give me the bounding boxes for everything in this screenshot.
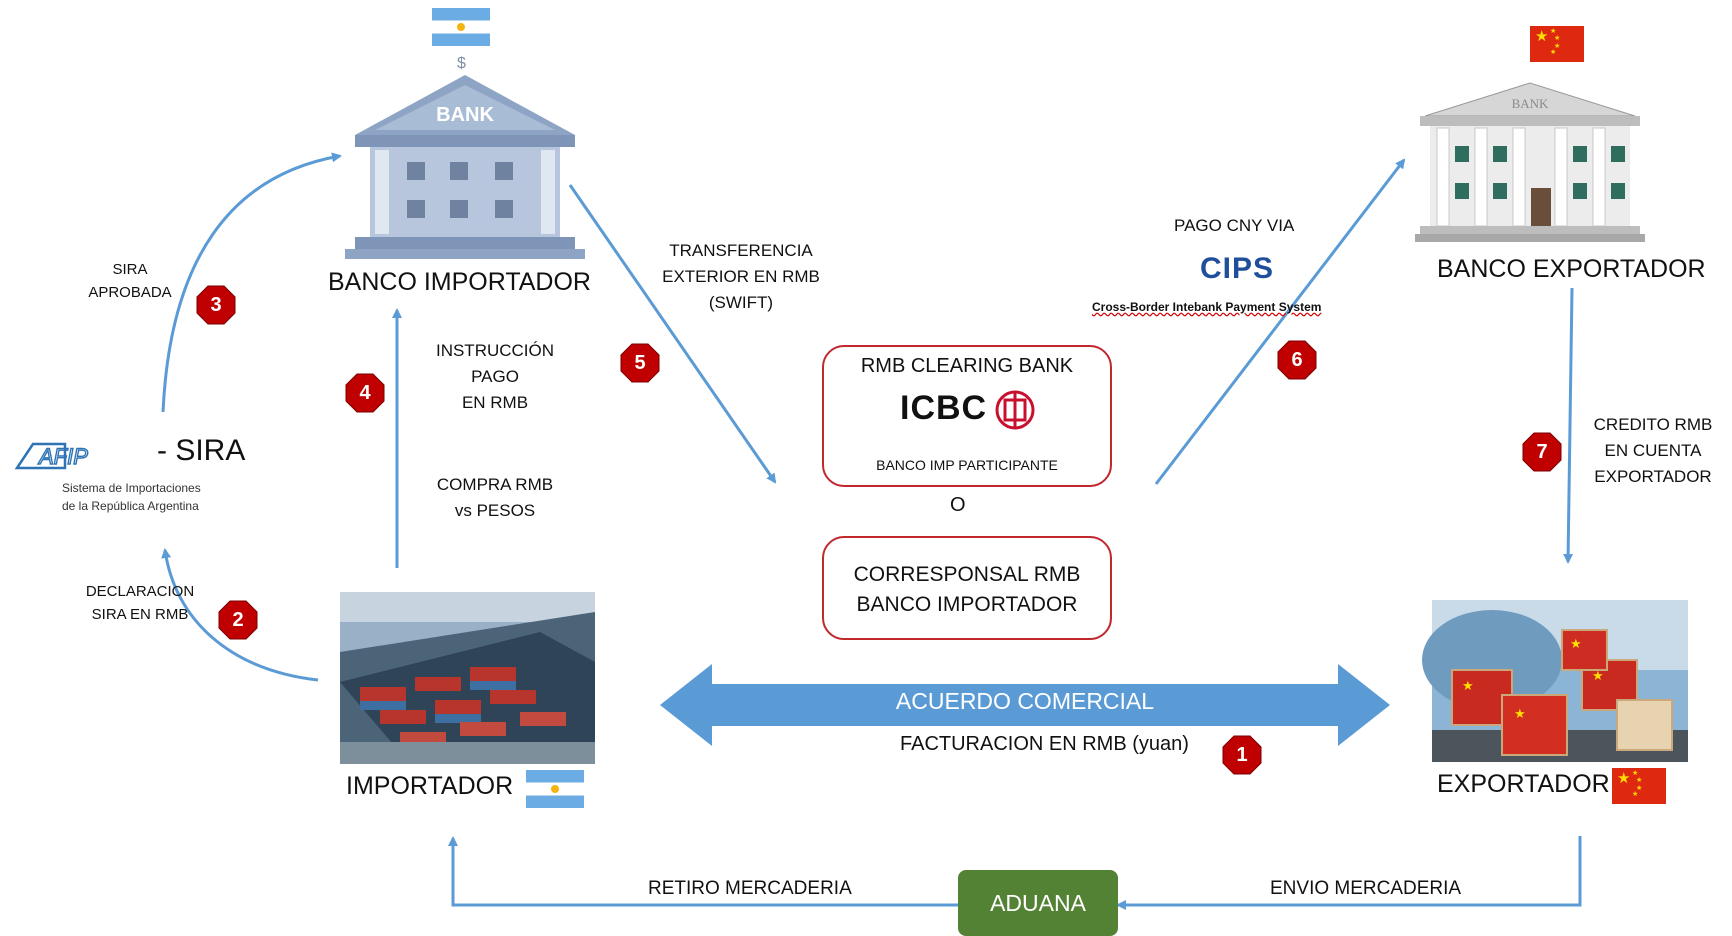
importer-port-image bbox=[340, 592, 595, 764]
correspondent-bank-box: CORRESPONSAL RMB BANCO IMPORTADOR bbox=[822, 536, 1112, 640]
clearing-bank-title: RMB CLEARING BANK bbox=[860, 355, 1074, 377]
goods-shipment-label: ENVIO MERCADERIA bbox=[1270, 878, 1462, 899]
participant-bank-label: BANCO IMP PARTICIPANTE bbox=[876, 457, 1058, 473]
svg-text:★: ★ bbox=[1514, 706, 1526, 721]
goods-pickup-label: RETIRO MERCADERIA bbox=[648, 878, 852, 899]
cips-logo: CIPS bbox=[1200, 252, 1275, 285]
exporter-label: EXPORTADOR bbox=[1437, 770, 1610, 798]
or-label: O bbox=[950, 494, 966, 516]
sira-label: - SIRA bbox=[157, 434, 246, 467]
step-6-badge: 6 bbox=[1277, 340, 1317, 380]
arrow-clearing-to-exporter-bank bbox=[1154, 158, 1406, 485]
agreement-double-arrow bbox=[660, 664, 1390, 746]
exporter-bank-sign: BANK bbox=[1512, 96, 1549, 111]
afip-logo-text: AFIP bbox=[37, 444, 88, 469]
arrow-bank-to-clearing bbox=[568, 184, 777, 484]
svg-text:★: ★ bbox=[1592, 668, 1604, 683]
china-flag-icon: ★ ★ ★ ★ ★ bbox=[1612, 768, 1666, 804]
step-4-badge: 4 bbox=[345, 373, 385, 413]
exporter-bank-icon: BANK bbox=[1415, 82, 1645, 242]
step-7-badge: 7 bbox=[1522, 432, 1562, 472]
cips-header: PAGO CNY VIA bbox=[1174, 216, 1295, 235]
argentina-flag-icon bbox=[526, 770, 584, 808]
correspondent-bank-text: CORRESPONSAL RMB BANCO IMPORTADOR bbox=[853, 563, 1081, 616]
svg-text:$: $ bbox=[457, 55, 466, 72]
afip-subtitle: Sistema de Importaciones de la República… bbox=[62, 481, 201, 513]
importer-bank-label: BANCO IMPORTADOR bbox=[328, 268, 591, 296]
exporter-cargo-image: ★ ★ ★ ★ bbox=[1422, 600, 1688, 762]
exporter-bank-label: BANCO EXPORTADOR bbox=[1437, 255, 1706, 283]
afip-logo-icon: AFIP bbox=[14, 442, 89, 470]
step-5-badge: 5 bbox=[620, 343, 660, 383]
step-1-label: FACTURACION EN RMB (yuan) bbox=[900, 733, 1189, 755]
china-flag-icon: ★ ★ ★ ★ ★ bbox=[1530, 26, 1584, 62]
step-1-badge: 1 bbox=[1222, 735, 1262, 775]
arrow-bank-to-exporter bbox=[1563, 287, 1574, 564]
importer-bank-sign: BANK bbox=[436, 104, 494, 126]
importer-bank-icon: $ BANK bbox=[345, 55, 585, 259]
arrow-aduana-to-importer bbox=[448, 836, 958, 907]
argentina-flag-icon bbox=[432, 8, 490, 46]
arrow-importer-to-sira bbox=[161, 548, 319, 682]
importer-label: IMPORTADOR bbox=[346, 772, 514, 800]
clearing-bank-box: RMB CLEARING BANK ICBC BANCO IMP PARTICI… bbox=[822, 345, 1112, 487]
step-2-badge: 2 bbox=[218, 600, 258, 640]
customs-box: ADUANA bbox=[958, 870, 1118, 936]
arrow-sira-to-bank bbox=[161, 152, 342, 413]
arrow-exporter-to-aduana bbox=[1116, 836, 1582, 910]
agreement-label: ACUERDO COMERCIAL bbox=[895, 688, 1155, 714]
cips-subtitle: Cross-Border Intebank Payment System bbox=[1092, 300, 1322, 314]
step-3-badge: 3 bbox=[196, 285, 236, 325]
svg-text:★: ★ bbox=[1462, 678, 1474, 693]
svg-text:★: ★ bbox=[1570, 636, 1582, 651]
icbc-logo-text: ICBC bbox=[900, 389, 988, 427]
icbc-logo-icon bbox=[995, 390, 1035, 430]
